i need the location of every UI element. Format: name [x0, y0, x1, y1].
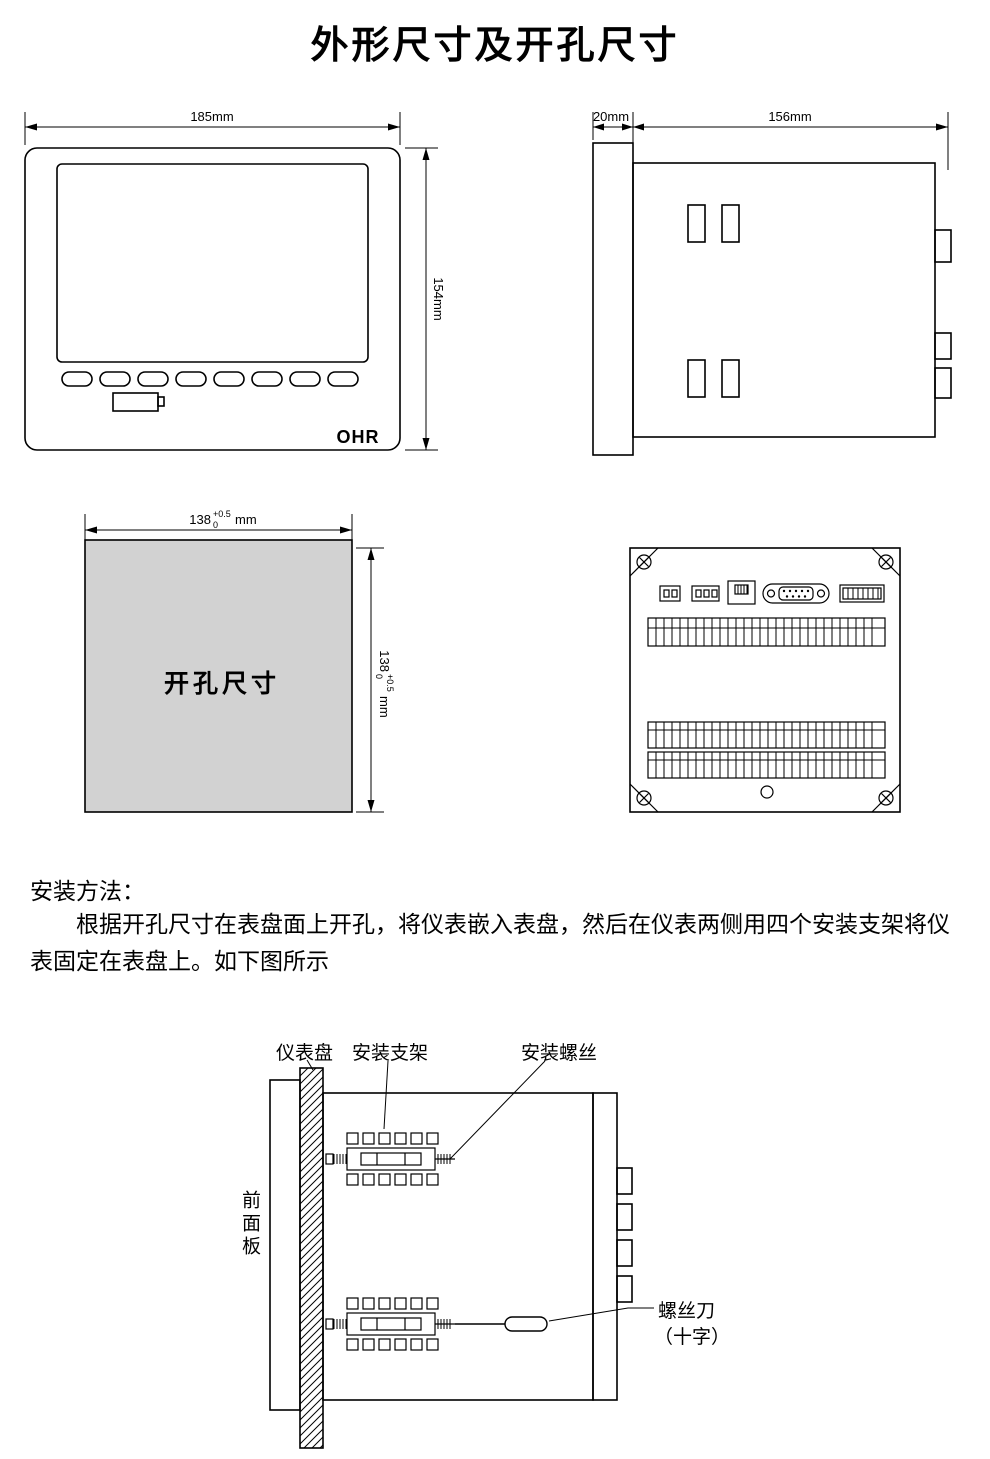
front-width-dimension: 185mm	[24, 109, 401, 145]
arrow-left-icon	[25, 123, 37, 131]
cutout-height-label-group: 138 +0.5 0 mm	[374, 650, 395, 717]
instrument-front-outline	[24, 147, 401, 451]
label-screwdriver-type: （十字）	[654, 1327, 731, 1348]
arrow-right-icon	[388, 123, 400, 131]
leader-lines	[306, 1059, 654, 1322]
cutout-height-unit: mm	[377, 696, 392, 718]
instrument-screen	[56, 163, 369, 363]
terminal-cells	[655, 752, 873, 778]
ethernet-port-icon	[727, 580, 756, 605]
side-depth-label: 156mm	[768, 109, 811, 124]
connector-row	[659, 580, 885, 605]
label-front-panel: 前面板	[239, 1190, 260, 1259]
cutout-view: 138 +0.5 0 mm 开孔尺寸 138 +0.5 0 mm	[84, 509, 395, 813]
screw-head	[325, 1153, 334, 1165]
panel-hatched-bar	[299, 1067, 324, 1449]
install-drawing	[269, 1059, 654, 1449]
comm-terminal-block	[839, 584, 885, 603]
label-instrument-panel: 仪表盘	[276, 1043, 334, 1064]
terminal-cells	[655, 618, 873, 646]
cutout-width-tol-upper: +0.5	[213, 509, 231, 519]
install-method-text: 根据开孔尺寸在表盘面上开孔，将仪表嵌入表盘，然后在仪表两侧用四个安装支架将仪表固…	[30, 911, 950, 974]
instrument-rear-cap	[592, 1092, 618, 1401]
side-bracket-slots	[687, 204, 740, 398]
arrow-down-icon	[422, 438, 430, 450]
cutout-width-dimension: 138 +0.5 0 mm	[84, 509, 353, 542]
cutout-width-tol-lower: 0	[213, 520, 218, 530]
screwdriver-icon	[455, 1316, 548, 1332]
rj45-teeth	[737, 585, 748, 594]
cutout-title: 开孔尺寸	[164, 670, 280, 698]
front-buttons	[61, 371, 359, 387]
front-height-label: 154mm	[431, 277, 446, 320]
side-view: 20mm 156mm	[592, 109, 952, 456]
screw-icon	[878, 790, 894, 806]
brand-logo: OHR	[337, 427, 380, 447]
hatch-lines	[299, 1067, 324, 1449]
terminal-strip-3	[647, 751, 886, 779]
tblock-cells	[847, 588, 879, 599]
side-dimensions: 20mm 156mm	[592, 109, 949, 170]
signal-connector	[691, 585, 720, 602]
side-flange-label: 20mm	[593, 109, 629, 124]
cutout-height-tol-lower: 0	[374, 674, 384, 679]
front-height-dimension: 154mm	[405, 147, 446, 451]
arrow-right-icon	[622, 123, 633, 131]
dimension-drawings: 185mm OHR	[24, 109, 952, 813]
screw-thread-ticks	[333, 1319, 451, 1329]
front-view: 185mm OHR	[24, 109, 446, 451]
screw-icon	[878, 554, 894, 570]
side-body	[632, 162, 936, 438]
arrow-left-icon	[593, 123, 604, 131]
side-terminal-tabs	[934, 229, 952, 399]
db9-connector-icon	[762, 583, 830, 604]
screw-thread-ticks	[333, 1154, 451, 1164]
cutout-square	[84, 539, 353, 813]
label-mounting-bracket: 安装支架	[352, 1043, 429, 1064]
db9-pins	[782, 589, 810, 598]
side-front-bezel	[592, 142, 634, 456]
mounting-bracket-top	[325, 1132, 455, 1186]
back-view	[629, 547, 901, 813]
page-title: 外形尺寸及开孔尺寸	[310, 25, 680, 67]
arrow-up-icon	[422, 148, 430, 160]
label-mounting-screw: 安装螺丝	[521, 1043, 598, 1064]
label-screwdriver: 螺丝刀	[658, 1301, 716, 1322]
arrow-right-icon	[340, 526, 352, 534]
screw-icon	[636, 790, 652, 806]
installation-diagram	[269, 1059, 654, 1449]
arrow-down-icon	[367, 800, 375, 812]
arrow-left-icon	[633, 123, 644, 131]
cutout-width-unit: mm	[235, 512, 257, 527]
cutout-height-tol-upper: +0.5	[385, 674, 395, 692]
back-panel-outline	[629, 547, 901, 813]
terminal-strip-2	[647, 721, 886, 749]
corner-screws	[636, 554, 894, 806]
cutout-width-value: 138	[189, 512, 211, 527]
terminal-strip-1	[647, 617, 886, 647]
cutout-height-value: 138	[377, 650, 392, 672]
install-method-heading: 安装方法：	[30, 878, 145, 904]
terminal-cells	[655, 722, 873, 748]
arrow-right-icon	[936, 123, 948, 131]
arrow-up-icon	[367, 548, 375, 560]
rear-terminal-tabs	[616, 1167, 633, 1303]
arrow-left-icon	[85, 526, 97, 534]
power-connector	[659, 585, 681, 602]
front-usb-slot	[112, 392, 165, 412]
cutout-height-dimension: 138 +0.5 0 mm	[356, 547, 395, 813]
front-width-label: 185mm	[190, 109, 233, 124]
front-panel-section	[269, 1079, 301, 1411]
mounting-bracket-bottom	[325, 1297, 455, 1351]
ground-hole	[760, 785, 774, 799]
screw-icon	[636, 554, 652, 570]
screw-head	[325, 1318, 334, 1330]
